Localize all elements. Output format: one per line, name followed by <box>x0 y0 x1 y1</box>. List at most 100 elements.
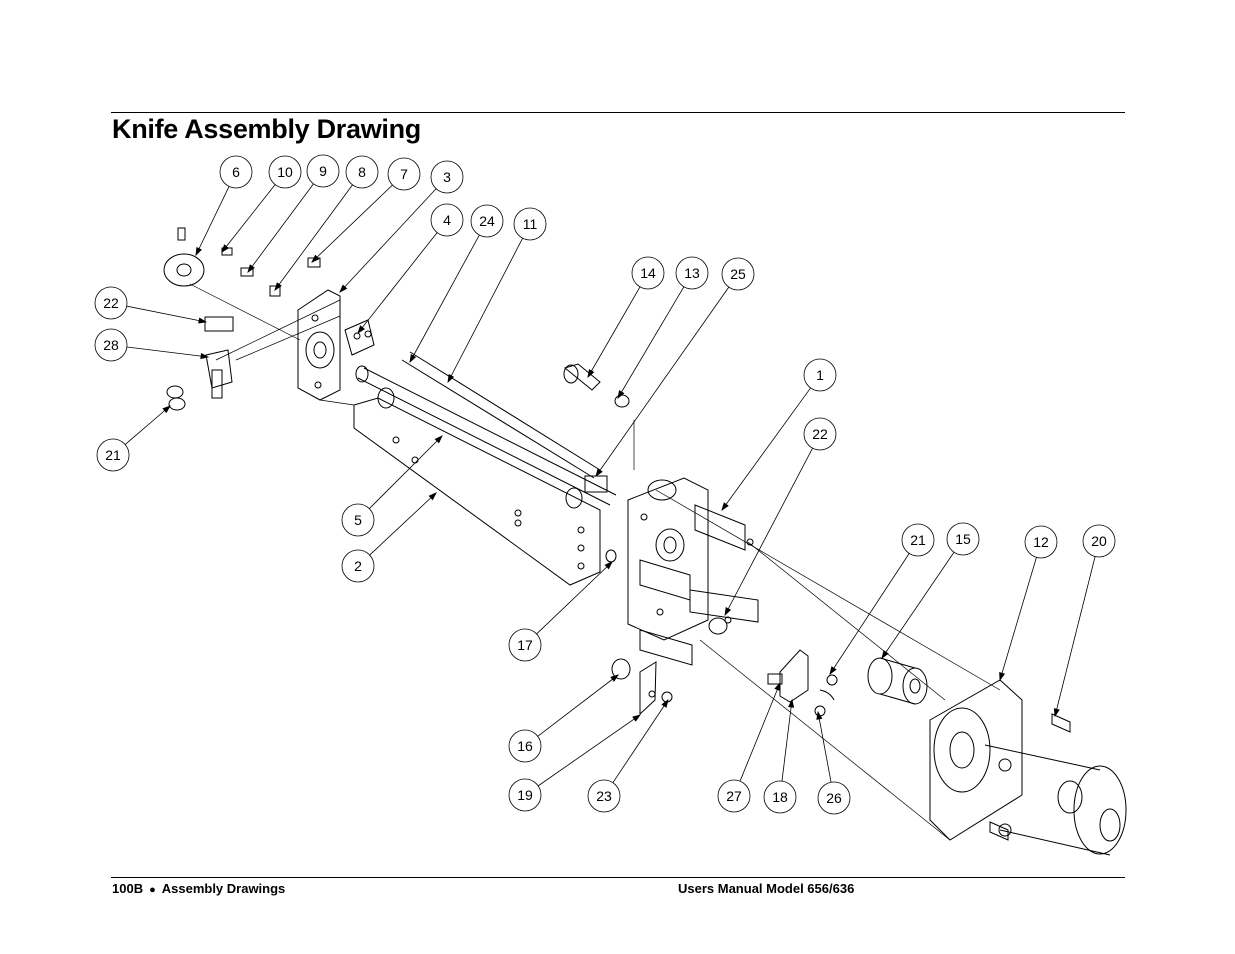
callout-bubble <box>508 778 542 812</box>
page-title: Knife Assembly Drawing <box>112 114 421 144</box>
leader-arrowhead <box>434 435 443 444</box>
callout-label: 25 <box>730 266 746 282</box>
callout-label: 14 <box>640 265 656 281</box>
leader-line <box>124 405 171 445</box>
assembly-guide-lines <box>189 283 1001 841</box>
callout-8: 8 <box>345 155 379 189</box>
callout-label: 7 <box>400 166 408 182</box>
leader-arrowhead <box>1053 708 1060 718</box>
leader-arrowhead <box>274 282 282 291</box>
leader-line <box>817 711 832 783</box>
callout-27: 27 <box>717 779 751 813</box>
callout-9: 9 <box>306 154 340 188</box>
leader-arrowhead <box>247 264 255 273</box>
callout-bubble <box>717 779 751 813</box>
callout-bubble <box>803 358 837 392</box>
callout-label: 16 <box>517 738 533 754</box>
callout-7: 7 <box>387 157 421 191</box>
leader-arrowhead <box>617 390 625 400</box>
leader-line <box>369 435 443 509</box>
leader-arrowhead <box>604 561 613 570</box>
leader-line <box>587 286 641 378</box>
callout-bubble <box>901 523 935 557</box>
callout-12: 12 <box>1024 525 1058 559</box>
top-rule <box>111 112 1125 113</box>
leader-line <box>829 553 910 675</box>
footer-left: 100B●Assembly Drawings <box>112 881 285 896</box>
leader-arrowhead <box>428 492 437 501</box>
leader-arrowhead <box>195 247 202 257</box>
callout-label: 19 <box>517 787 533 803</box>
rods-part <box>355 351 617 509</box>
callout-bubble <box>387 157 421 191</box>
callout-6: 6 <box>219 155 253 189</box>
callout-label: 8 <box>358 164 366 180</box>
callout-label: 22 <box>812 426 828 442</box>
housing-part <box>353 397 601 586</box>
callout-22: 22 <box>803 417 837 451</box>
callout-21: 21 <box>96 438 130 472</box>
screw-washer-part <box>563 363 630 408</box>
callout-label: 1 <box>816 367 824 383</box>
leader-arrowhead <box>788 698 795 708</box>
motor-part <box>929 679 1127 856</box>
leader-arrowhead <box>221 244 229 253</box>
callout-26: 26 <box>817 781 851 815</box>
leader-arrowhead <box>339 284 348 293</box>
leader-line <box>311 184 393 263</box>
callout-14: 14 <box>631 256 665 290</box>
leader-line <box>409 234 480 363</box>
callout-label: 26 <box>826 790 842 806</box>
leader-arrowhead <box>816 710 823 720</box>
leader-line <box>721 387 811 511</box>
leader-line <box>537 674 619 737</box>
callout-bubble <box>763 780 797 814</box>
callout-17: 17 <box>508 628 542 662</box>
leader-line <box>881 552 955 659</box>
callout-label: 20 <box>1091 533 1107 549</box>
leader-arrowhead <box>774 681 781 692</box>
callout-label: 12 <box>1033 534 1049 550</box>
leader-arrowhead <box>311 254 320 263</box>
leader-lines <box>124 183 1096 787</box>
callout-5: 5 <box>341 503 375 537</box>
callout-bubble <box>946 522 980 556</box>
callout-label: 22 <box>103 295 119 311</box>
callout-bubble <box>1024 525 1058 559</box>
callout-bubble <box>430 160 464 194</box>
callout-20: 20 <box>1082 524 1116 558</box>
leader-line <box>724 447 813 616</box>
coupling-part <box>867 657 928 705</box>
callout-bubble <box>470 204 504 238</box>
callout-label: 10 <box>277 164 293 180</box>
leader-line <box>781 699 793 782</box>
leader-line <box>447 238 523 383</box>
callout-label: 4 <box>443 212 451 228</box>
callout-bubble <box>219 155 253 189</box>
footer-manual-title: Users Manual Model 656/636 <box>678 881 855 896</box>
callout-2: 2 <box>341 549 375 583</box>
leader-arrowhead <box>632 714 641 722</box>
callout-label: 18 <box>772 789 788 805</box>
callout-bubble <box>430 203 464 237</box>
callout-label: 17 <box>517 637 533 653</box>
callout-22: 22 <box>94 286 128 320</box>
callout-19: 19 <box>508 778 542 812</box>
leader-arrowhead <box>198 317 208 324</box>
callout-label: 2 <box>354 558 362 574</box>
callout-25: 25 <box>721 257 755 291</box>
callout-11: 11 <box>513 207 547 241</box>
leader-arrowhead <box>357 325 365 334</box>
leader-line <box>537 714 641 787</box>
footer-page-code: 100B <box>112 881 144 896</box>
callout-bubble <box>587 779 621 813</box>
callout-label: 13 <box>684 265 700 281</box>
callout-18: 18 <box>763 780 797 814</box>
callout-16: 16 <box>508 729 542 763</box>
callout-23: 23 <box>587 779 621 813</box>
callout-bubble <box>508 729 542 763</box>
callout-bubble <box>508 628 542 662</box>
leader-arrowhead <box>200 353 210 360</box>
